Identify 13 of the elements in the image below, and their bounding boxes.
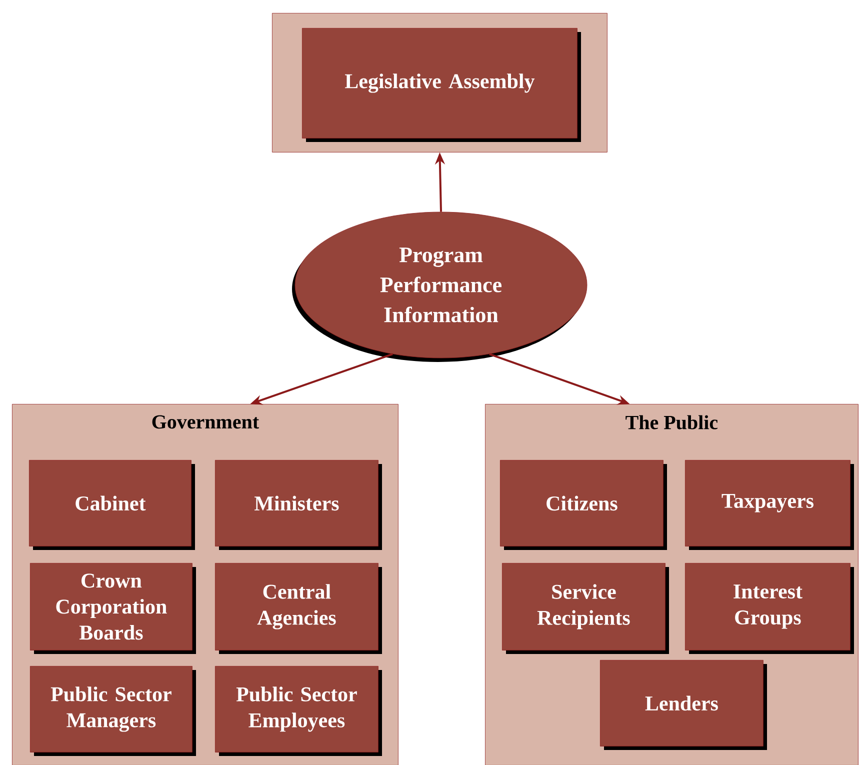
entity-box: Taxpayers [685, 460, 854, 550]
entity-box: Public Sector Managers [30, 666, 196, 756]
entity-box: Public Sector Employees [215, 666, 382, 756]
ellipse-node: Program Performance Information [292, 212, 588, 362]
entity-box: Interest Groups [685, 563, 854, 654]
entity-box: Citizens [500, 460, 667, 550]
entity-box: Service Recipients [502, 563, 669, 654]
entity-box: Central Agencies [215, 563, 382, 654]
entity-box: Ministers [215, 460, 382, 550]
entity-box: Lenders [600, 660, 767, 750]
entity-box: Cabinet [29, 460, 195, 550]
entity-box: Crown Corporation Boards [30, 563, 196, 654]
entity-box: Legislative Assembly [302, 28, 581, 142]
